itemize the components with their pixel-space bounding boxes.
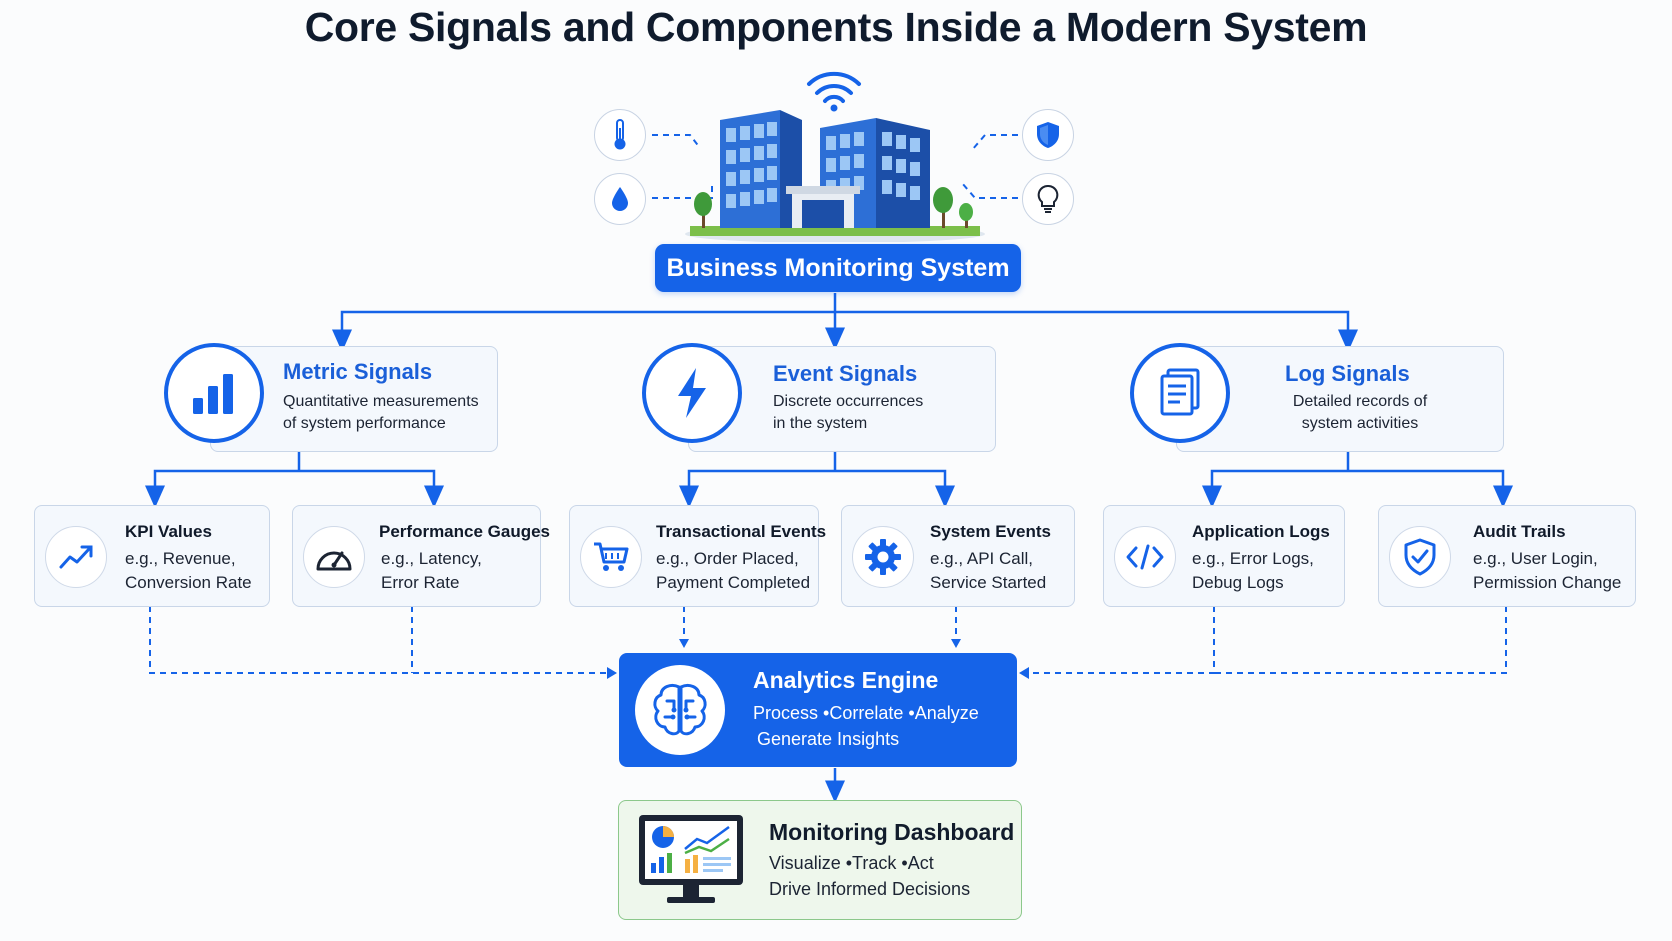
kpi-icon-badge bbox=[45, 526, 107, 588]
shield-check-icon-badge bbox=[1389, 526, 1451, 588]
light-sensor bbox=[1022, 173, 1074, 225]
lightbulb-icon bbox=[1037, 184, 1059, 213]
monitoring-dashboard-steps: VisualizeTrackAct bbox=[769, 853, 934, 874]
system-events-desc: e.g., API Call, Service Started bbox=[930, 549, 1047, 592]
system-events-card: System Events e.g., API Call, Service St… bbox=[841, 505, 1075, 607]
monitoring-dashboard: Monitoring Dashboard VisualizeTrackAct D… bbox=[618, 800, 1022, 920]
engine-icon-badge bbox=[635, 665, 725, 755]
trend-line-icon bbox=[59, 545, 93, 569]
water-drop-icon bbox=[612, 187, 628, 211]
gauge-icon bbox=[316, 551, 352, 571]
log-signals-card: Log Signals Detailed records of system a… bbox=[1176, 346, 1504, 452]
metric-signals-title: Metric Signals bbox=[283, 359, 433, 384]
shopping-cart-icon bbox=[594, 542, 629, 571]
log-signals-title: Log Signals bbox=[1285, 361, 1410, 386]
monitoring-dashboard-title: Monitoring Dashboard bbox=[769, 819, 1015, 845]
code-icon-badge bbox=[1114, 526, 1176, 588]
transactional-events-desc: e.g., Order Placed, Payment Completed bbox=[656, 549, 811, 592]
gauge-icon-badge bbox=[303, 526, 365, 588]
brain-circuit-icon bbox=[653, 683, 707, 736]
application-logs-card: Application Logs e.g., Error Logs, Debug… bbox=[1103, 505, 1345, 607]
analytics-engine: Analytics Engine ProcessCorrelateAnalyze… bbox=[619, 653, 1017, 767]
log-signals-desc: Detailed records of system activities bbox=[1292, 393, 1428, 432]
shield-icon bbox=[1037, 122, 1059, 148]
audit-trails-desc: e.g., User Login, Permission Change bbox=[1473, 549, 1622, 592]
water-sensor bbox=[594, 173, 646, 225]
metric-signals-desc: Quantitative measurements of system perf… bbox=[283, 393, 479, 432]
analytics-engine-steps: ProcessCorrelateAnalyze bbox=[753, 703, 979, 724]
analytics-engine-title: Analytics Engine bbox=[753, 667, 939, 693]
monitoring-dashboard-output: Drive Informed Decisions bbox=[769, 879, 971, 899]
building-illustration bbox=[685, 110, 985, 242]
metric-signals-badge bbox=[164, 343, 264, 443]
audit-trails-card: Audit Trails e.g., User Login, Permissio… bbox=[1378, 505, 1636, 607]
bar-chart-icon bbox=[193, 374, 233, 414]
wifi-icon bbox=[807, 71, 861, 112]
event-signals-badge bbox=[642, 343, 742, 443]
system-events-title: System Events bbox=[930, 522, 1051, 541]
shield-check-icon bbox=[1404, 538, 1436, 576]
lightning-icon bbox=[678, 368, 706, 418]
kpi-values-desc: e.g., Revenue, Conversion Rate bbox=[125, 549, 252, 592]
transactional-events-title: Transactional Events bbox=[656, 522, 827, 541]
gear-icon-badge bbox=[852, 526, 914, 588]
application-logs-desc: e.g., Error Logs, Debug Logs bbox=[1192, 549, 1314, 592]
gear-icon bbox=[865, 539, 901, 575]
kpi-values-card: KPI Values e.g., Revenue, Conversion Rat… bbox=[34, 505, 270, 607]
performance-gauges-card: Performance Gauges e.g., Latency, Error … bbox=[292, 505, 550, 607]
page-title: Core Signals and Components Inside a Mod… bbox=[304, 4, 1368, 50]
event-signals-desc: Discrete occurrences in the system bbox=[773, 393, 924, 432]
thermometer-sensor bbox=[594, 109, 646, 161]
business-monitoring-system: Business Monitoring System bbox=[655, 244, 1021, 292]
analytics-engine-output: Generate Insights bbox=[757, 729, 900, 749]
monitor-dashboard-icon bbox=[639, 815, 743, 903]
code-icon bbox=[1126, 544, 1164, 570]
application-logs-title: Application Logs bbox=[1192, 522, 1330, 541]
event-signals-title: Event Signals bbox=[773, 361, 918, 386]
document-icon bbox=[1160, 368, 1200, 416]
thermometer-icon bbox=[614, 119, 626, 150]
kpi-values-title: KPI Values bbox=[125, 522, 212, 541]
audit-trails-title: Audit Trails bbox=[1473, 522, 1566, 541]
cart-icon-badge bbox=[580, 526, 642, 588]
security-sensor bbox=[1022, 109, 1074, 161]
log-signals-badge bbox=[1130, 343, 1230, 443]
performance-gauges-desc: e.g., Latency, Error Rate bbox=[381, 549, 482, 592]
performance-gauges-title: Performance Gauges bbox=[379, 522, 551, 541]
transactional-events-card: Transactional Events e.g., Order Placed,… bbox=[569, 505, 826, 607]
